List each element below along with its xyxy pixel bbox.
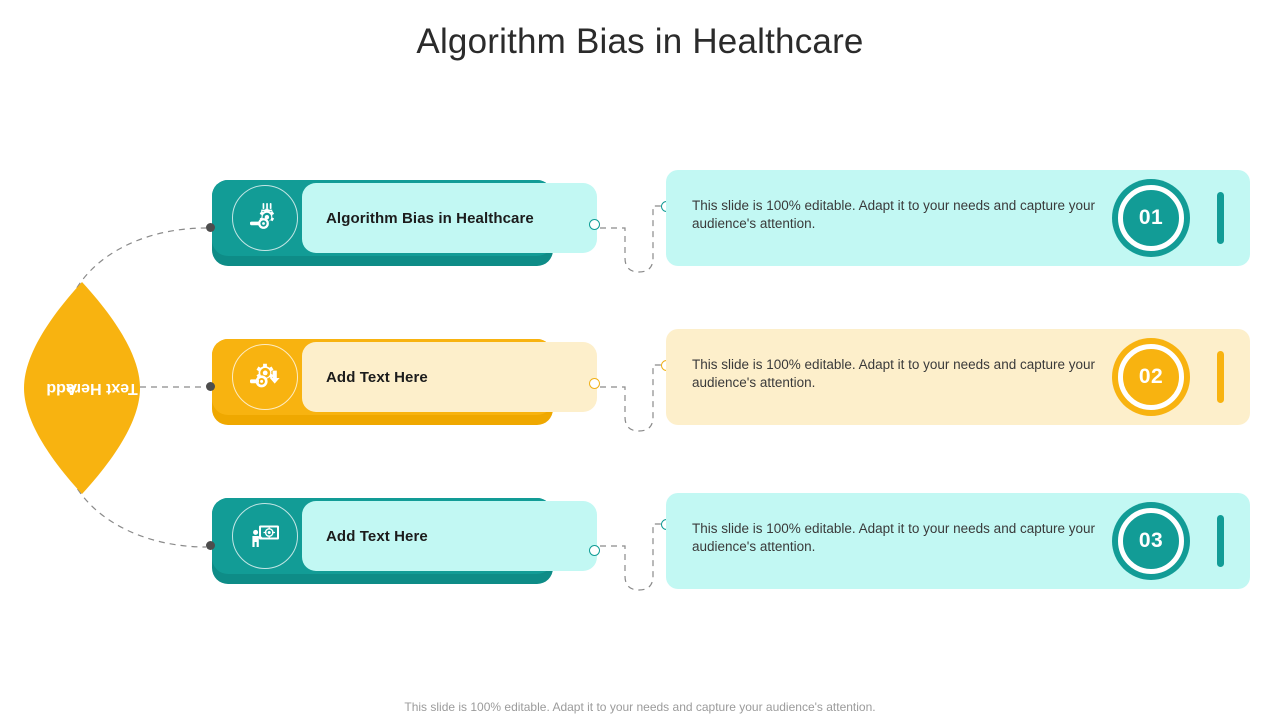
connector-dot-left bbox=[206, 541, 215, 550]
panel-edge-bar bbox=[1217, 515, 1224, 567]
leaf-callout-shape[interactable] bbox=[24, 282, 140, 494]
step-card[interactable]: Add Text Here bbox=[212, 498, 597, 574]
description-text: This slide is 100% editable. Adapt it to… bbox=[692, 198, 1095, 231]
content-row: Add Text Here This slide is 100% editabl… bbox=[0, 488, 1280, 608]
step-number: 02 bbox=[1138, 365, 1164, 388]
step-card[interactable]: Algorithm Bias in Healthcare bbox=[212, 180, 597, 256]
step-card[interactable]: Add Text Here bbox=[212, 339, 597, 415]
content-row: Algorithm Bias in Healthcare This slide … bbox=[0, 170, 1280, 290]
connector-ring-mid bbox=[589, 378, 600, 389]
step-label: Algorithm Bias in Healthcare bbox=[326, 209, 534, 227]
step-number: 01 bbox=[1138, 206, 1164, 229]
step-label: Add Text Here bbox=[326, 368, 428, 386]
connector-ring-mid bbox=[589, 545, 600, 556]
status-badge: 03 bbox=[1112, 502, 1190, 580]
step-label-box: Add Text Here bbox=[302, 342, 597, 412]
presentation-target-icon bbox=[232, 503, 298, 569]
panel-edge-bar bbox=[1217, 192, 1224, 244]
status-badge: 01 bbox=[1112, 179, 1190, 257]
description-panel: This slide is 100% editable. Adapt it to… bbox=[666, 493, 1250, 589]
step-label: Add Text Here bbox=[326, 527, 428, 545]
status-badge: 02 bbox=[1112, 338, 1190, 416]
description-text: This slide is 100% editable. Adapt it to… bbox=[692, 521, 1095, 554]
slide-footer: This slide is 100% editable. Adapt it to… bbox=[404, 700, 876, 714]
description-panel: This slide is 100% editable. Adapt it to… bbox=[666, 329, 1250, 425]
description-panel: This slide is 100% editable. Adapt it to… bbox=[666, 170, 1250, 266]
content-row: Add Text Here This slide is 100% editabl… bbox=[0, 329, 1280, 449]
step-label-box: Algorithm Bias in Healthcare bbox=[302, 183, 597, 253]
connector-dot-left bbox=[206, 223, 215, 232]
connector-ring-mid bbox=[589, 219, 600, 230]
panel-edge-bar bbox=[1217, 351, 1224, 403]
page-title: Algorithm Bias in Healthcare bbox=[416, 22, 864, 61]
description-text: This slide is 100% editable. Adapt it to… bbox=[692, 357, 1095, 390]
gear-brain-icon bbox=[232, 185, 298, 251]
step-label-box: Add Text Here bbox=[302, 501, 597, 571]
connector-dot-left bbox=[206, 382, 215, 391]
step-number: 03 bbox=[1138, 529, 1164, 552]
gear-download-icon bbox=[232, 344, 298, 410]
